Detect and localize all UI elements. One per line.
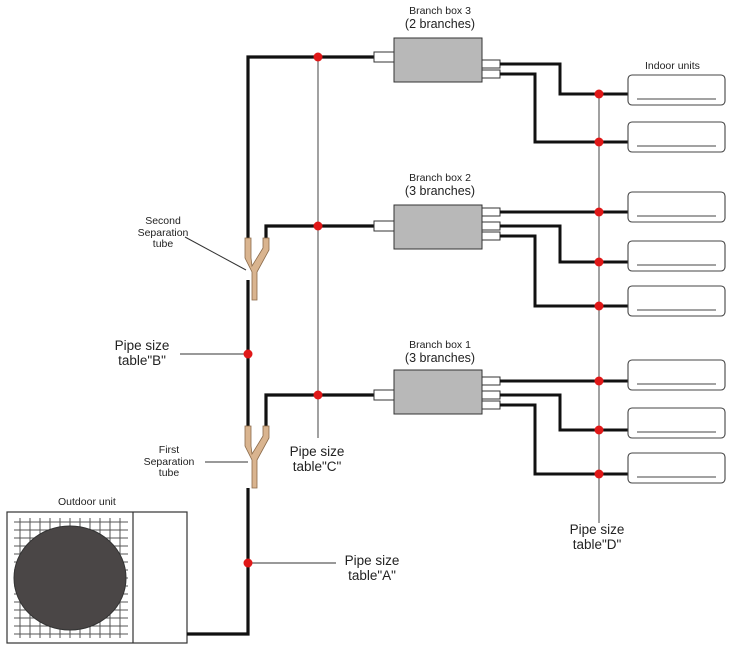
marker [594, 207, 604, 217]
first-separation-line2: Separation [143, 455, 195, 468]
indoor-units-label: Indoor units [645, 60, 700, 72]
pipe-size-table-b-label: Pipe size table"B" [110, 338, 174, 369]
marker [594, 89, 604, 99]
marker [243, 558, 253, 568]
second-separation-tube [244, 237, 270, 301]
indoor-unit [627, 191, 726, 223]
indoor-unit [627, 240, 726, 272]
marker [594, 257, 604, 267]
branch-box-3 [373, 37, 501, 83]
marker [313, 390, 323, 400]
pipe-size-c-line2: table"C" [292, 458, 342, 474]
second-separation-line3: tube [152, 238, 174, 251]
indoor-unit [627, 285, 726, 317]
indoor-unit [627, 121, 726, 153]
indoor-unit [627, 74, 726, 106]
pipe-size-a-line1: Pipe size [344, 553, 400, 568]
leader-lines [180, 236, 336, 564]
marker [594, 469, 604, 479]
branch-box-1 [373, 369, 501, 415]
first-separation-label: First Separation tube [137, 444, 201, 480]
outdoor-fan [13, 525, 127, 631]
second-separation-line2: Separation [137, 226, 189, 239]
measurement-points [243, 52, 604, 568]
main-pipe [187, 55, 382, 636]
second-separation-label: Second Separation tube [133, 215, 193, 251]
first-separation-line1: First [158, 444, 180, 456]
branch-box-1-label: Branch box 1 (3 branches) [398, 339, 482, 365]
marker [313, 221, 323, 231]
marker [594, 301, 604, 311]
outdoor-unit-label: Outdoor unit [58, 496, 116, 508]
pipe-size-table-a-label: Pipe size table"A" [337, 553, 407, 584]
marker [313, 52, 323, 62]
branch-box-1-title: Branch box 1 [409, 339, 471, 351]
second-separation-line1: Second [145, 215, 181, 227]
branch-box-2-subtitle: (3 branches) [404, 183, 476, 198]
indoor-unit [627, 452, 726, 484]
marker [243, 349, 253, 359]
branch-box-2 [373, 204, 501, 250]
branch-box-3-label: Branch box 3 (2 branches) [398, 5, 482, 31]
pipe-size-c-line1: Pipe size [289, 444, 345, 459]
marker [594, 425, 604, 435]
branch-box-1-subtitle: (3 branches) [404, 350, 476, 365]
outdoor-unit [6, 511, 188, 644]
pipe-size-d-line2: table"D" [572, 536, 622, 552]
pipe-size-b-line2: table"B" [118, 352, 166, 368]
branch-box-2-label: Branch box 2 (3 branches) [398, 172, 482, 198]
indoor-unit [627, 359, 726, 391]
pipe-size-table-d-label: Pipe size table"D" [565, 522, 629, 553]
indoor-units [627, 74, 726, 484]
branch-pipes [500, 62, 635, 476]
first-separation-line3: tube [158, 467, 180, 480]
first-separation-tube [244, 425, 270, 489]
pipe-size-b-line1: Pipe size [114, 338, 170, 353]
marker [594, 137, 604, 147]
thin-pipes [317, 57, 600, 523]
pipe-size-a-line2: table"A" [348, 567, 396, 583]
marker [594, 376, 604, 386]
branch-box-3-title: Branch box 3 [409, 5, 471, 17]
pipe-size-table-c-label: Pipe size table"C" [285, 444, 349, 475]
branch-box-2-title: Branch box 2 [409, 172, 471, 184]
pipe-size-d-line1: Pipe size [569, 522, 625, 537]
indoor-unit [627, 407, 726, 439]
branch-box-3-subtitle: (2 branches) [404, 16, 476, 31]
